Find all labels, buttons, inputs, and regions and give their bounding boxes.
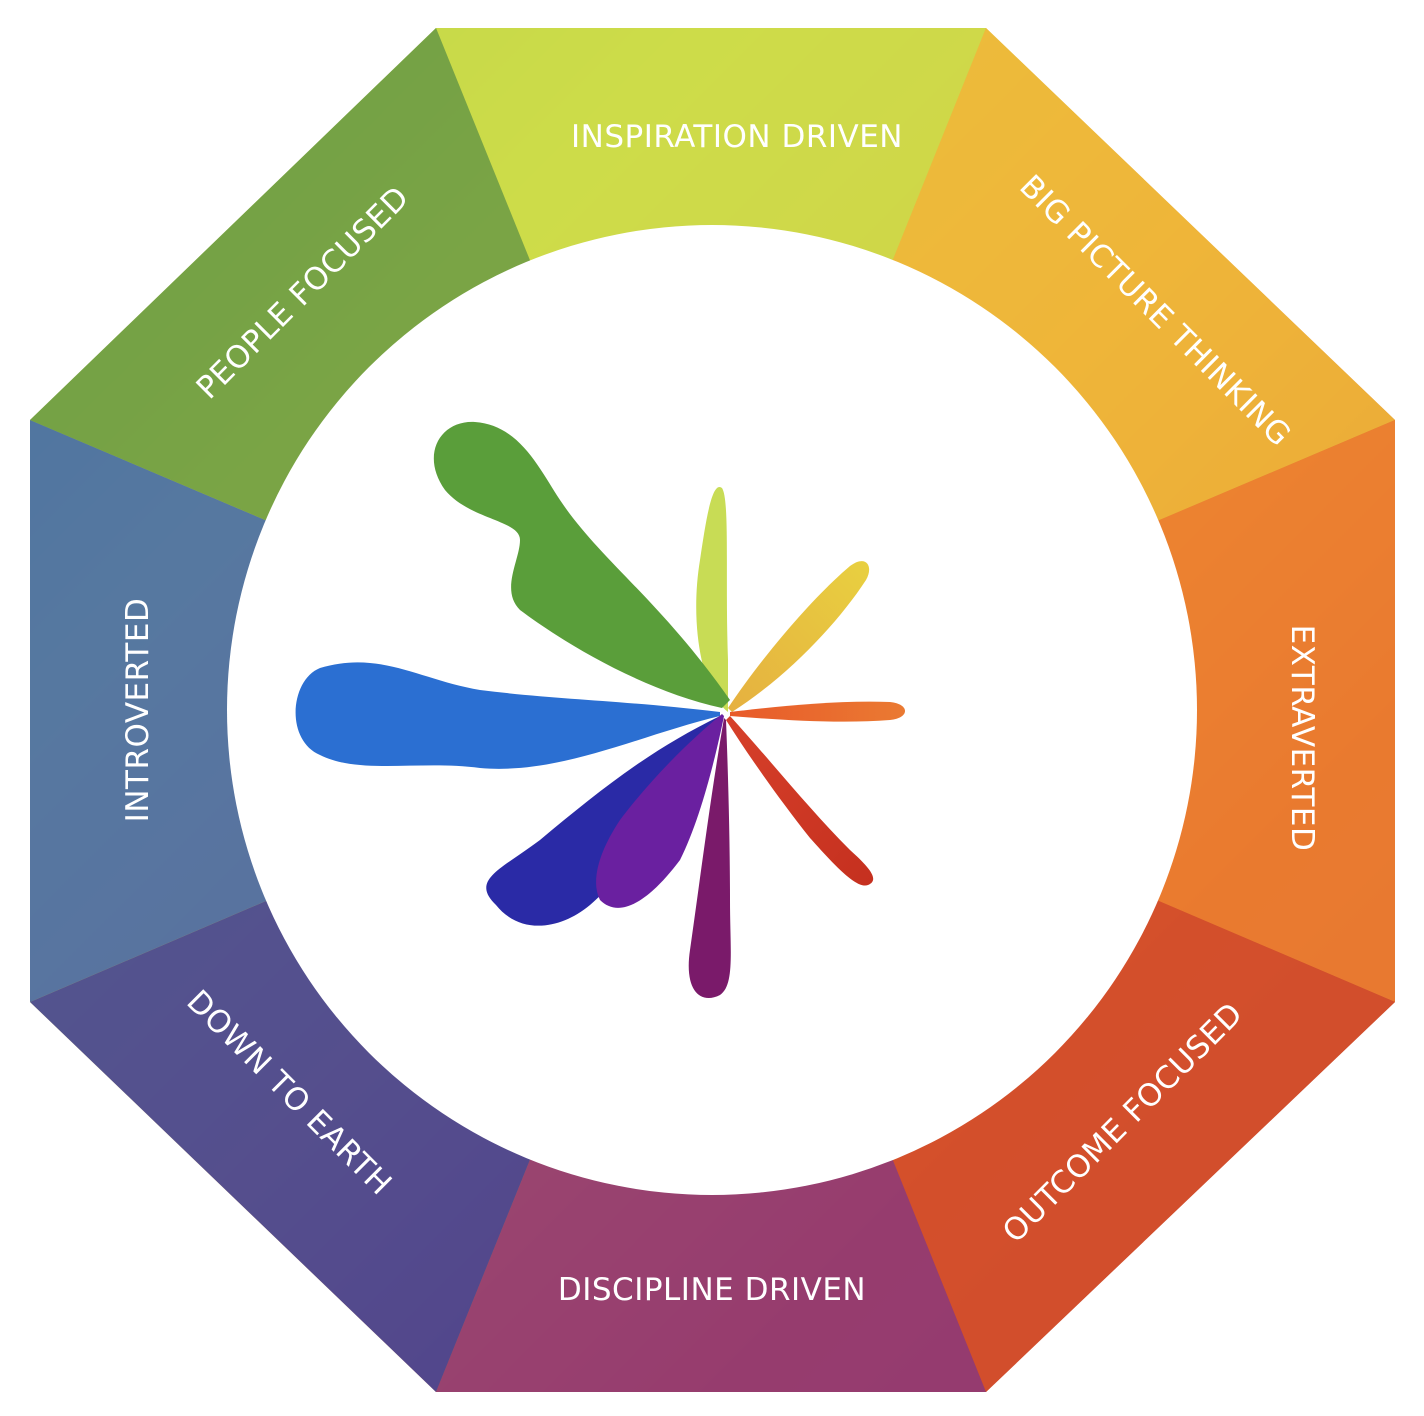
label-discipline-driven: DISCIPLINE DRIVEN <box>558 1272 866 1308</box>
label-inspiration-driven: INSPIRATION DRIVEN <box>571 119 903 155</box>
label-introverted: INTROVERTED <box>120 598 156 823</box>
label-extraverted: EXTRAVERTED <box>1284 625 1320 852</box>
splat-icon <box>295 421 905 998</box>
octagon-frame <box>30 28 1395 1392</box>
